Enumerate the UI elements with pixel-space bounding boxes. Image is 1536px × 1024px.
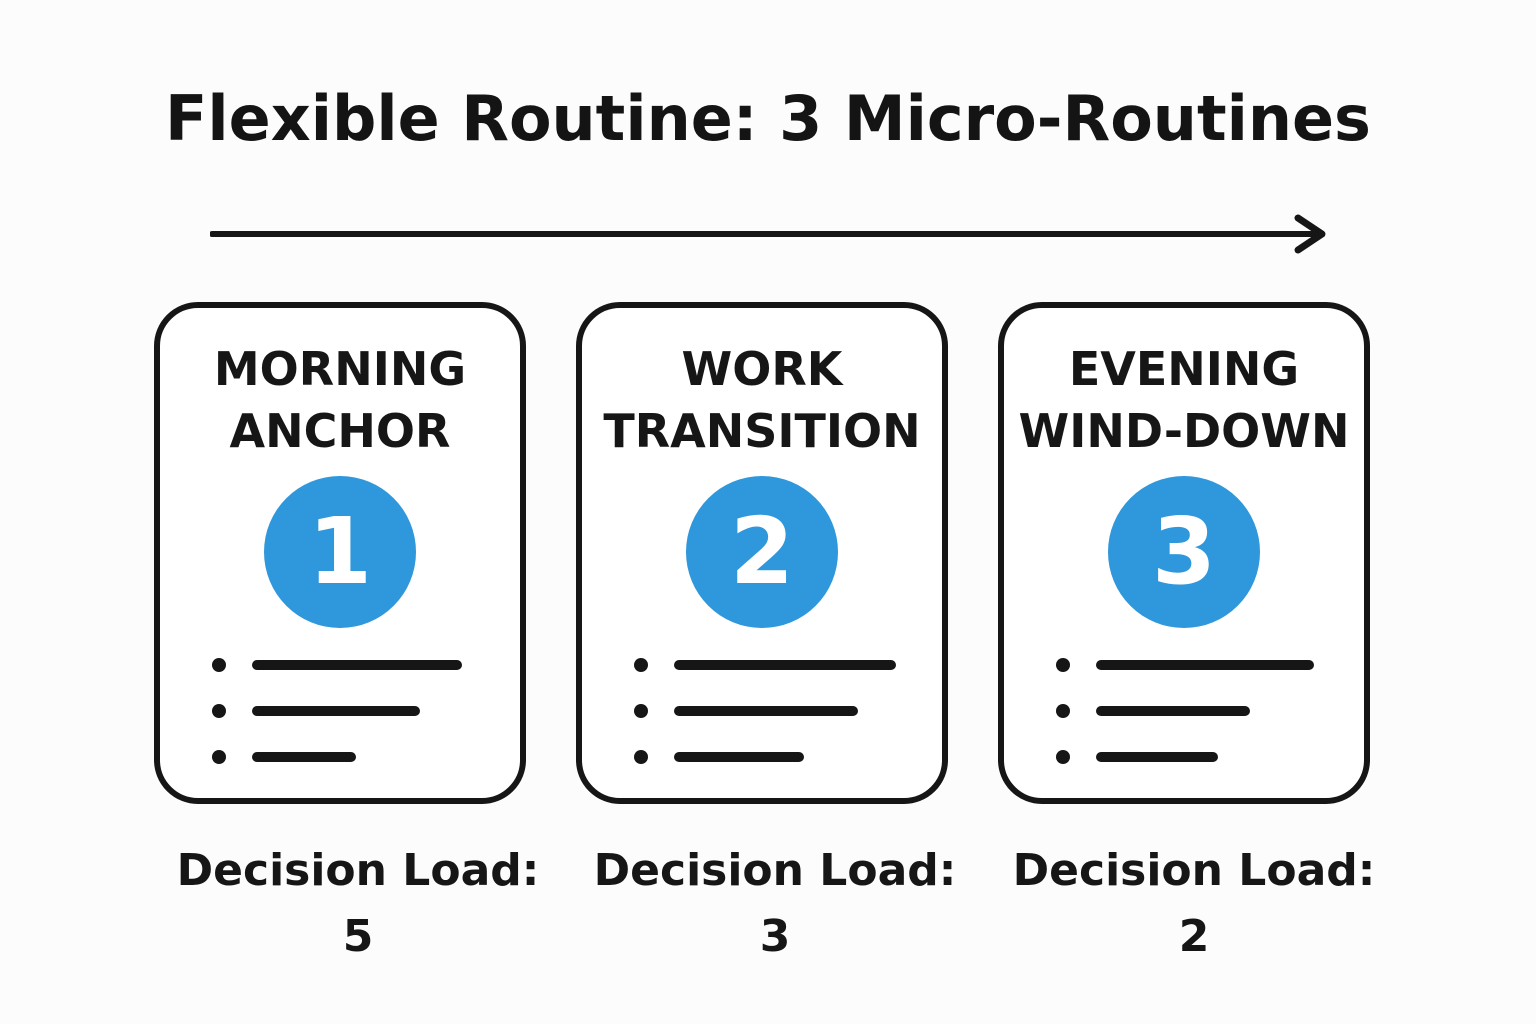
bullet-icon — [1056, 658, 1070, 672]
decision-load-work: Decision Load: 3 — [565, 838, 985, 970]
bullet-icon — [212, 750, 226, 764]
card-title-line2: ANCHOR — [229, 404, 451, 458]
card-title: MORNING ANCHOR — [160, 338, 520, 462]
decision-load-label: Decision Load: — [176, 845, 540, 896]
line-placeholder — [252, 752, 356, 762]
number-badge: 3 — [1108, 476, 1260, 628]
arrow-right-icon — [210, 214, 1326, 254]
decision-load-label: Decision Load: — [593, 845, 957, 896]
card-title-line1: MORNING — [213, 342, 467, 396]
decision-load-value: 3 — [759, 911, 791, 962]
line-placeholder — [674, 660, 896, 670]
routine-card-evening-wind-down: EVENING WIND-DOWN 3 — [998, 302, 1370, 804]
decision-load-evening: Decision Load: 2 — [984, 838, 1404, 970]
line-placeholder — [674, 752, 804, 762]
card-title-line1: WORK — [681, 342, 843, 396]
line-placeholder — [1096, 706, 1250, 716]
bullet-icon — [634, 704, 648, 718]
card-title: WORK TRANSITION — [582, 338, 942, 462]
decision-load-value: 2 — [1178, 911, 1210, 962]
line-placeholder — [674, 706, 858, 716]
decision-load-label: Decision Load: — [1012, 845, 1376, 896]
routine-card-work-transition: WORK TRANSITION 2 — [576, 302, 948, 804]
line-placeholder — [252, 660, 462, 670]
decision-load-value: 5 — [342, 911, 374, 962]
decision-load-morning: Decision Load: 5 — [148, 838, 568, 970]
card-title: EVENING WIND-DOWN — [1004, 338, 1364, 462]
card-title-line1: EVENING — [1068, 342, 1300, 396]
bullet-icon — [634, 658, 648, 672]
number-badge: 1 — [264, 476, 416, 628]
bullet-icon — [1056, 750, 1070, 764]
bullet-icon — [1056, 704, 1070, 718]
line-placeholder — [1096, 752, 1218, 762]
number-badge: 2 — [686, 476, 838, 628]
routine-card-morning-anchor: MORNING ANCHOR 1 — [154, 302, 526, 804]
bullet-icon — [634, 750, 648, 764]
bullet-icon — [212, 704, 226, 718]
card-title-line2: WIND-DOWN — [1018, 404, 1350, 458]
line-placeholder — [252, 706, 420, 716]
line-placeholder — [1096, 660, 1314, 670]
card-title-line2: TRANSITION — [603, 404, 921, 458]
diagram-title: Flexible Routine: 3 Micro-Routines — [165, 82, 1371, 155]
bullet-icon — [212, 658, 226, 672]
